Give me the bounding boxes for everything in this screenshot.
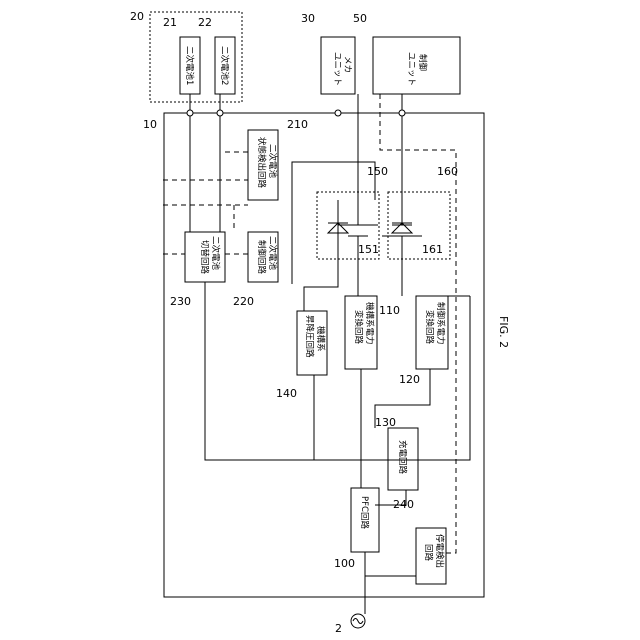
pfc-label: PFC回路	[359, 496, 370, 529]
ref-120: 120	[399, 373, 420, 386]
power-unit-frame	[164, 113, 484, 597]
ref-160: 160	[437, 165, 458, 178]
ref-100: 100	[334, 557, 355, 570]
outage-detect-label-2: 回路	[423, 544, 434, 562]
wiring	[190, 94, 470, 614]
ref-210: 210	[287, 118, 308, 131]
step-down-label-1: 機構系	[315, 326, 326, 352]
mecha-unit-label-2: ユニット	[332, 52, 342, 86]
ref-220: 220	[233, 295, 254, 308]
mecha-unit-label-1: メカ	[342, 56, 352, 73]
ref-30: 30	[301, 12, 315, 25]
ctrl-power-label-1: 制御系電力	[435, 302, 446, 345]
ref-2: 2	[335, 622, 342, 635]
ref-50: 50	[353, 12, 367, 25]
batt-control-label-2: 制御回路	[256, 240, 267, 275]
ref-110: 110	[379, 304, 400, 317]
batt-switch-label-1: 二次電池	[210, 236, 221, 271]
ref-21: 21	[163, 16, 177, 29]
battery-1-label: 二次電池1	[184, 46, 195, 85]
mech-power-label-2: 変換回路	[353, 310, 364, 345]
ref-230: 230	[170, 295, 191, 308]
batt-control-label-1: 二次電池	[267, 236, 278, 271]
ref-130: 130	[375, 416, 396, 429]
batt-switch-label-2: 切替回路	[199, 240, 210, 275]
control-unit-label-2: ユニット	[406, 52, 416, 86]
control-unit-label-1: 制御	[417, 54, 428, 71]
ref-151: 151	[358, 243, 379, 256]
charge-label: 充電回路	[397, 440, 408, 475]
figure-caption: FIG. 2	[497, 316, 510, 348]
ref-20: 20	[130, 10, 144, 23]
ref-150: 150	[367, 165, 388, 178]
ctrl-power-label-2: 変換回路	[424, 310, 435, 345]
ref-140: 140	[276, 387, 297, 400]
mech-power-label-1: 機構系電力	[364, 302, 375, 345]
ref-10: 10	[143, 118, 157, 131]
ref-161: 161	[422, 243, 443, 256]
state-detect-label-1: 二次電池	[267, 144, 278, 179]
step-down-label-2: 昇降圧回路	[304, 315, 315, 358]
outage-detect-label-1: 停電検出	[434, 534, 445, 568]
ref-22: 22	[198, 16, 212, 29]
ref-240: 240	[393, 498, 414, 511]
state-detect-label-2: 状態検出回路	[256, 137, 267, 189]
battery-2-label: 二次電池2	[219, 46, 230, 85]
